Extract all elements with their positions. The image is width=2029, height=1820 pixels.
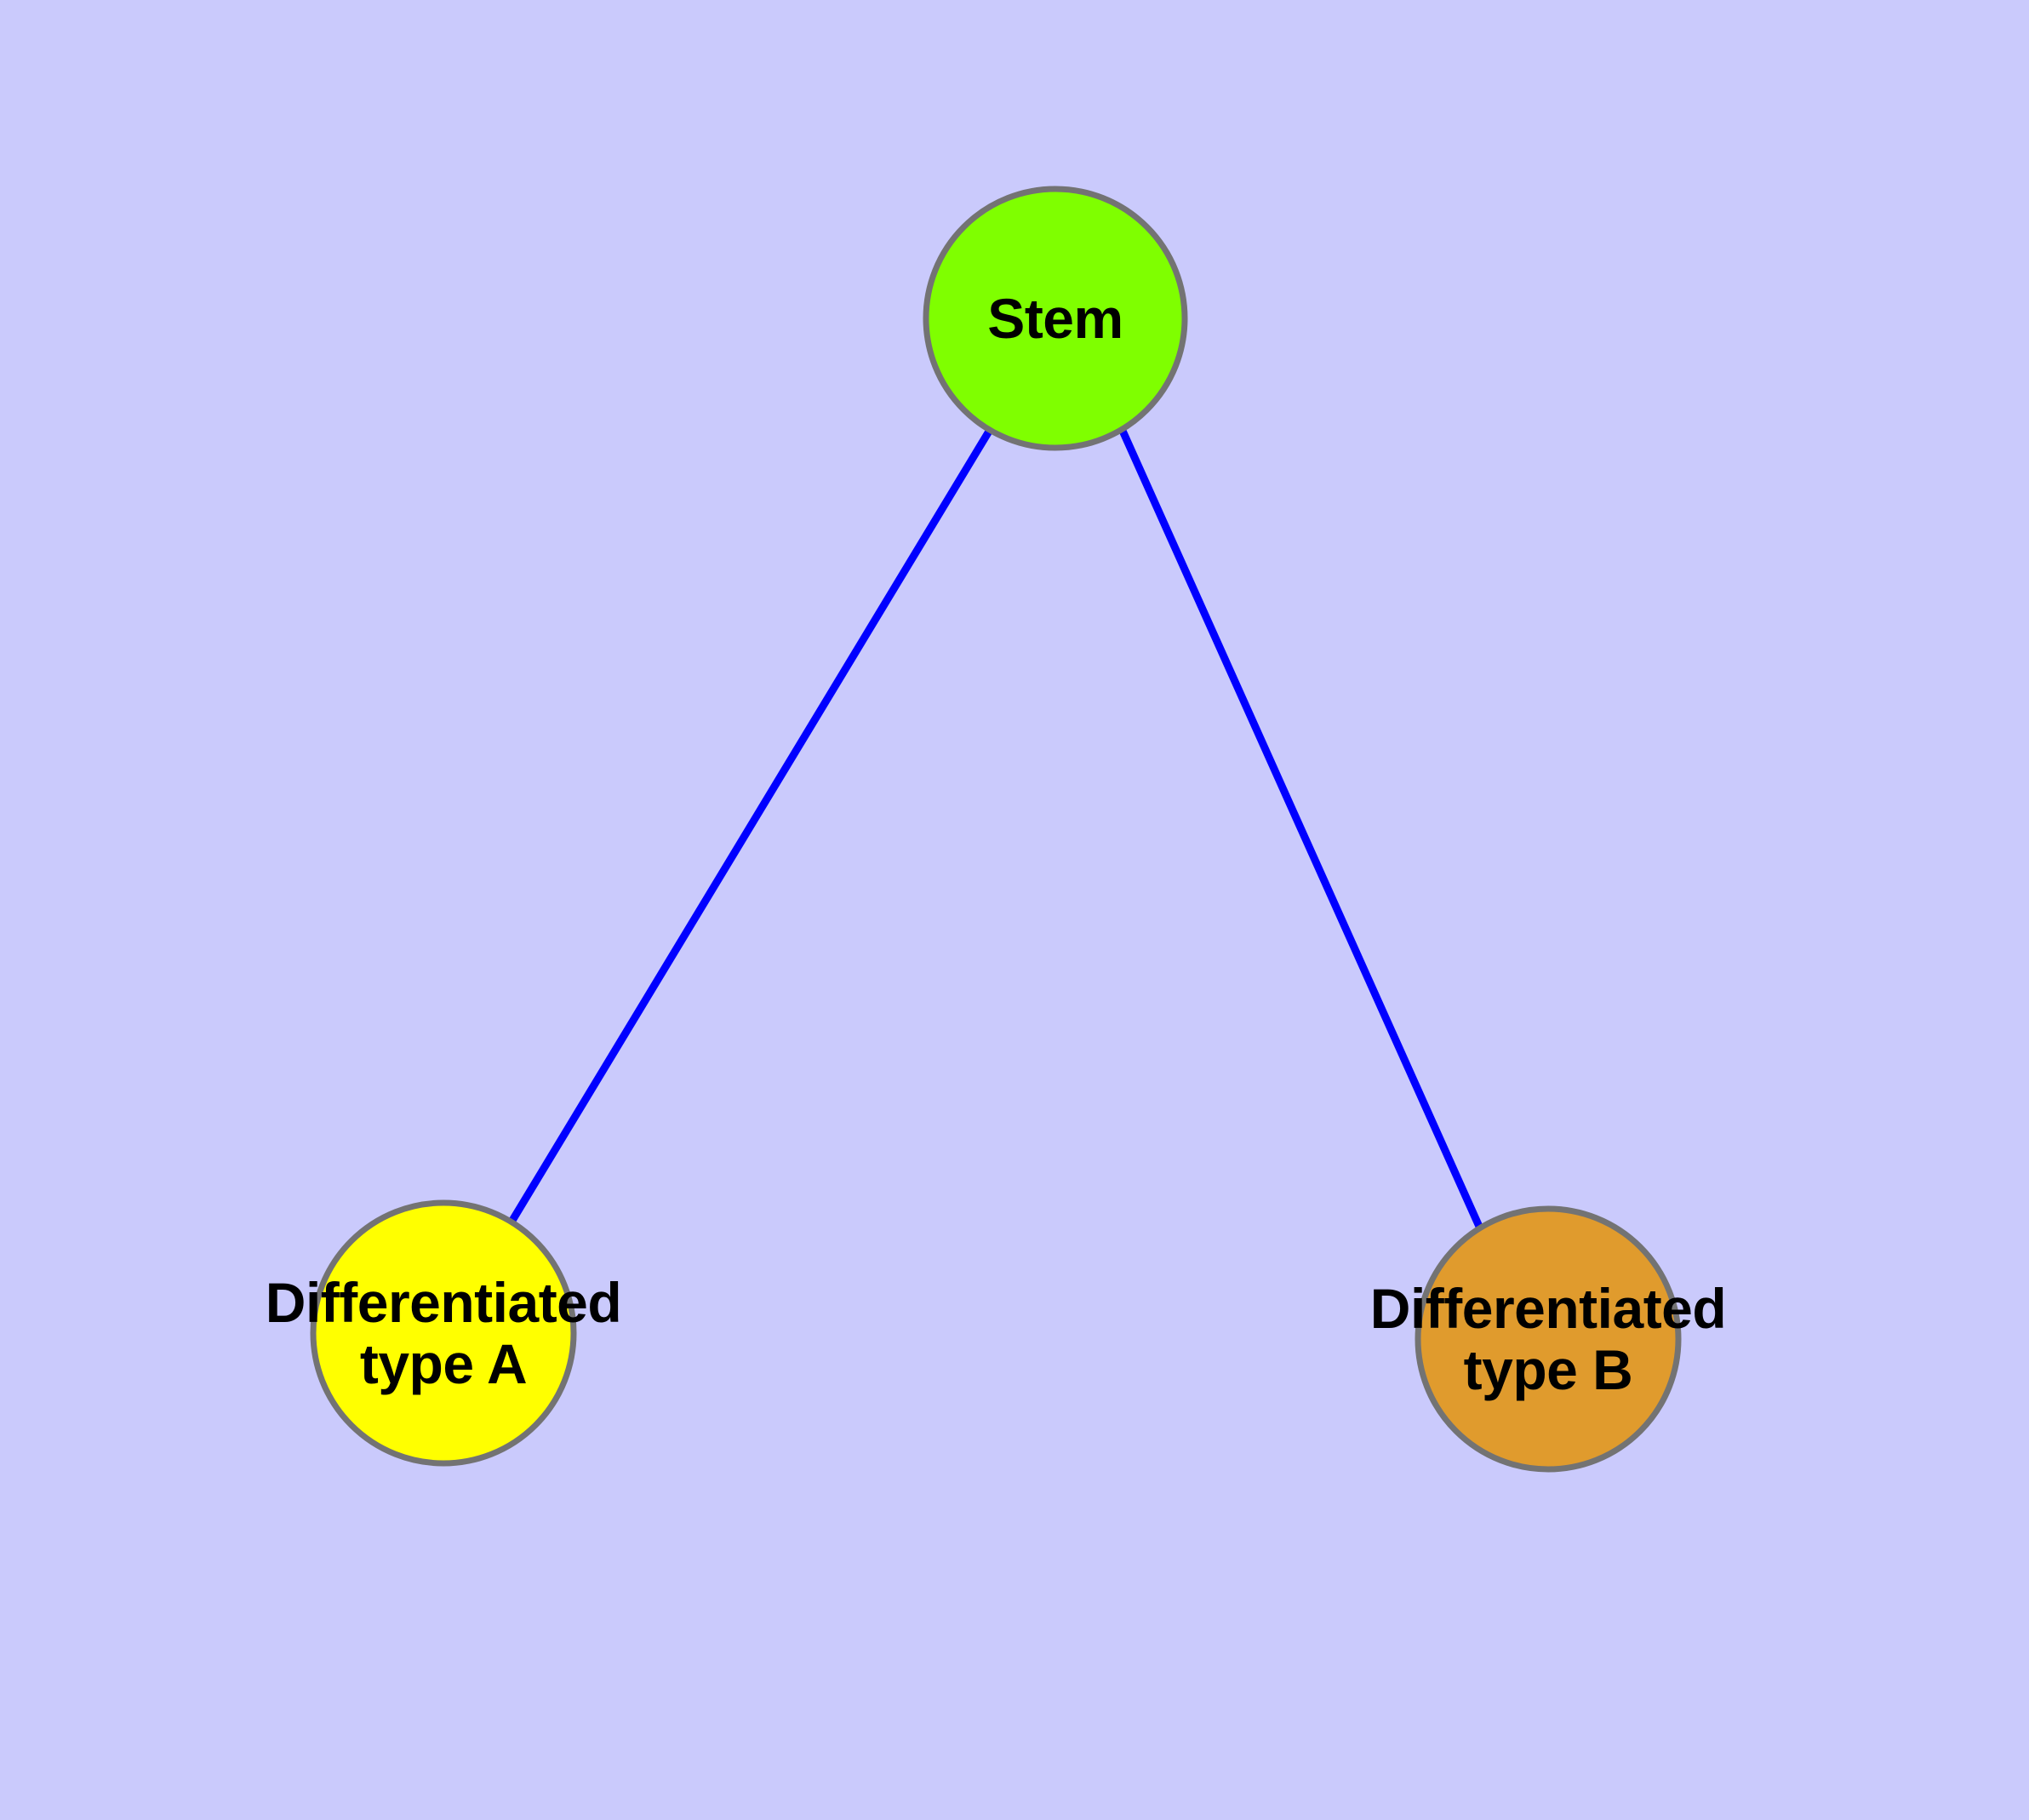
edge-layer: [507, 427, 1484, 1230]
node-differentiated-type-a[interactable]: [310, 1199, 577, 1467]
node-differentiated-type-b[interactable]: [1415, 1205, 1682, 1473]
edge-stem-to-diff-a[interactable]: [507, 427, 993, 1226]
node-stem[interactable]: [923, 186, 1188, 451]
edge-stem-to-diff-b[interactable]: [1118, 429, 1484, 1230]
node-layer: [310, 186, 1682, 1473]
